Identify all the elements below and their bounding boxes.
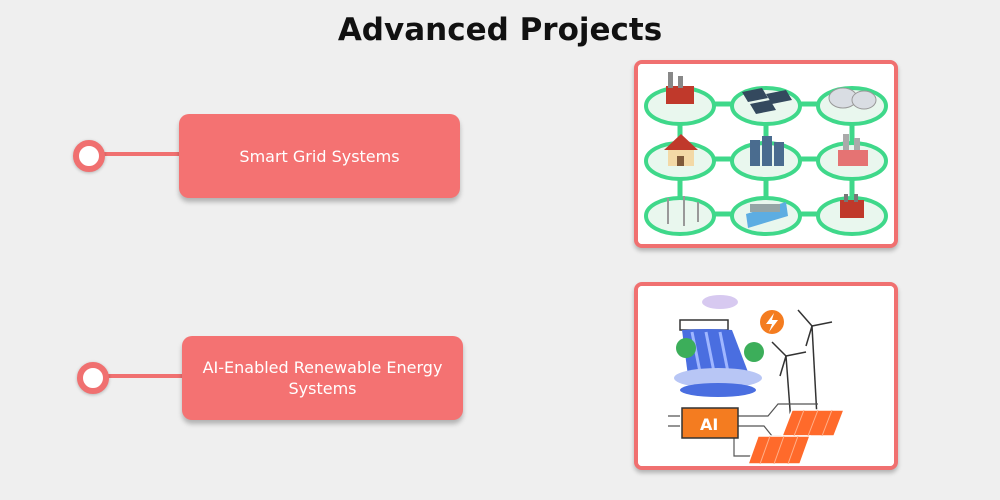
- page-title: Advanced Projects: [337, 12, 663, 48]
- smart-grid-box: Smart Grid Systems: [179, 114, 460, 198]
- ai-renewable-illustration: AI: [634, 282, 898, 470]
- connector-pin-2: [77, 362, 109, 394]
- connector-line-2: [96, 374, 184, 378]
- ai-renewable-box: AI-Enabled Renewable Energy Systems: [182, 336, 463, 420]
- smart-grid-illustration: [634, 60, 898, 248]
- connector-line-1: [92, 152, 182, 156]
- svg-text:AI: AI: [700, 415, 718, 434]
- connector-pin-1: [73, 140, 105, 172]
